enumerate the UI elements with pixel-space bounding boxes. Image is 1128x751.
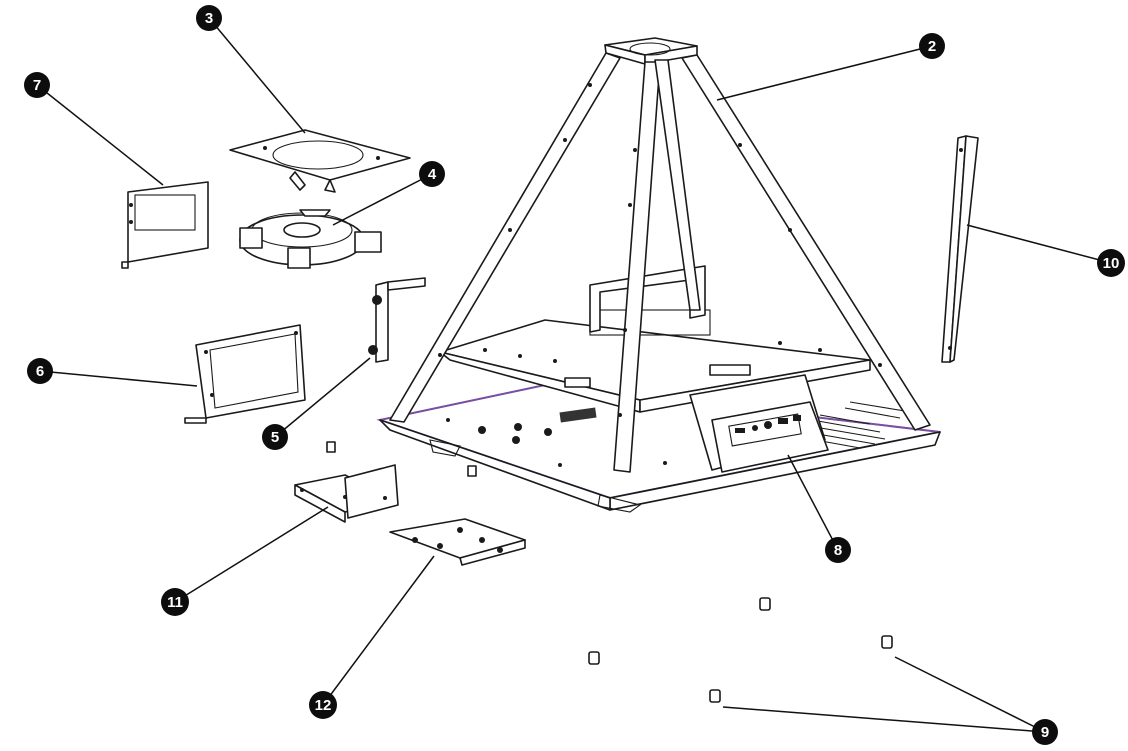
callout-5: 5 (262, 424, 288, 450)
callout-11: 11 (161, 588, 189, 616)
frame-leg-left (389, 52, 621, 423)
l-bracket (368, 277, 426, 363)
frame-leg-back (654, 59, 701, 311)
fan-unit (239, 209, 382, 269)
callout-7-label: 7 (33, 77, 41, 94)
callout-4: 4 (419, 161, 445, 187)
callout-6: 6 (27, 358, 53, 384)
callout-3-label: 3 (205, 10, 213, 27)
leader-lines (36, 17, 1112, 733)
callout-12: 12 (309, 691, 337, 719)
vertical-rail (941, 135, 979, 363)
pyramid-frame (389, 37, 931, 473)
callout-12-label: 12 (315, 697, 332, 714)
base-plate (376, 383, 941, 513)
callout-2: 2 (919, 33, 945, 59)
io-panel (689, 374, 829, 473)
callout-6-label: 6 (36, 363, 44, 380)
callout-8-label: 8 (834, 542, 842, 559)
callout-7: 7 (24, 72, 50, 98)
callout-9-label: 9 (1041, 724, 1049, 741)
callout-4-label: 4 (428, 166, 437, 183)
mount-plate (389, 518, 526, 566)
loose-screws (326, 441, 477, 477)
callout-11-label: 11 (167, 594, 183, 611)
callout-3: 3 (196, 5, 222, 31)
rubber-feet (588, 597, 893, 703)
card-bracket (121, 181, 209, 269)
drive-frame (184, 324, 306, 424)
callout-9: 9 (1032, 719, 1058, 745)
callout-5-label: 5 (271, 429, 279, 446)
callout-10: 10 (1097, 249, 1125, 277)
callout-8: 8 (825, 537, 851, 563)
frame-leg-right (681, 54, 931, 431)
callout-2-label: 2 (928, 38, 936, 55)
fan-mount-plate (229, 129, 411, 193)
callout-10-label: 10 (1103, 255, 1120, 272)
riser-brackets (294, 464, 399, 523)
